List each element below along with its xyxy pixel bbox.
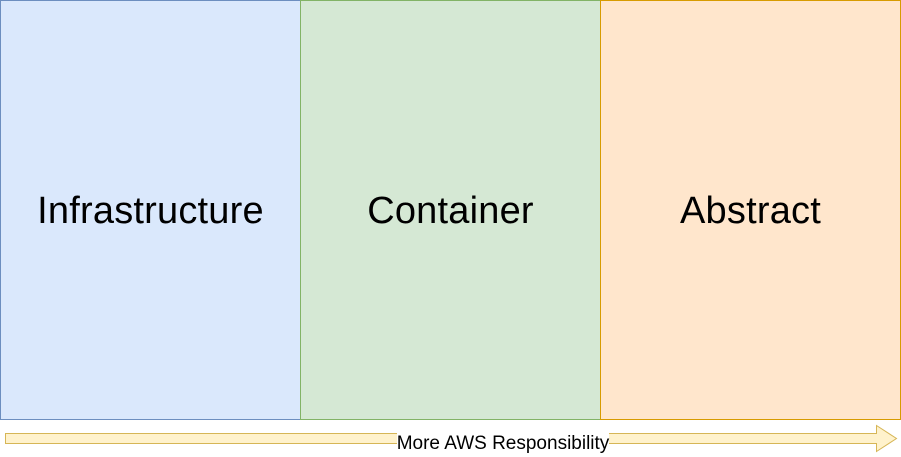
responsibility-arrow: More AWS Responsibility [0,420,901,457]
arrow-label-wrap: More AWS Responsibility [0,433,901,455]
panel-container: Container [300,0,601,420]
panel-abstract: Abstract [600,0,901,420]
panel-infrastructure-label: Infrastructure [37,189,264,232]
panel-container-label: Container [367,189,534,232]
panel-abstract-label: Abstract [680,189,821,232]
arrow-label: More AWS Responsibility [396,433,610,454]
panel-infrastructure: Infrastructure [0,0,301,420]
